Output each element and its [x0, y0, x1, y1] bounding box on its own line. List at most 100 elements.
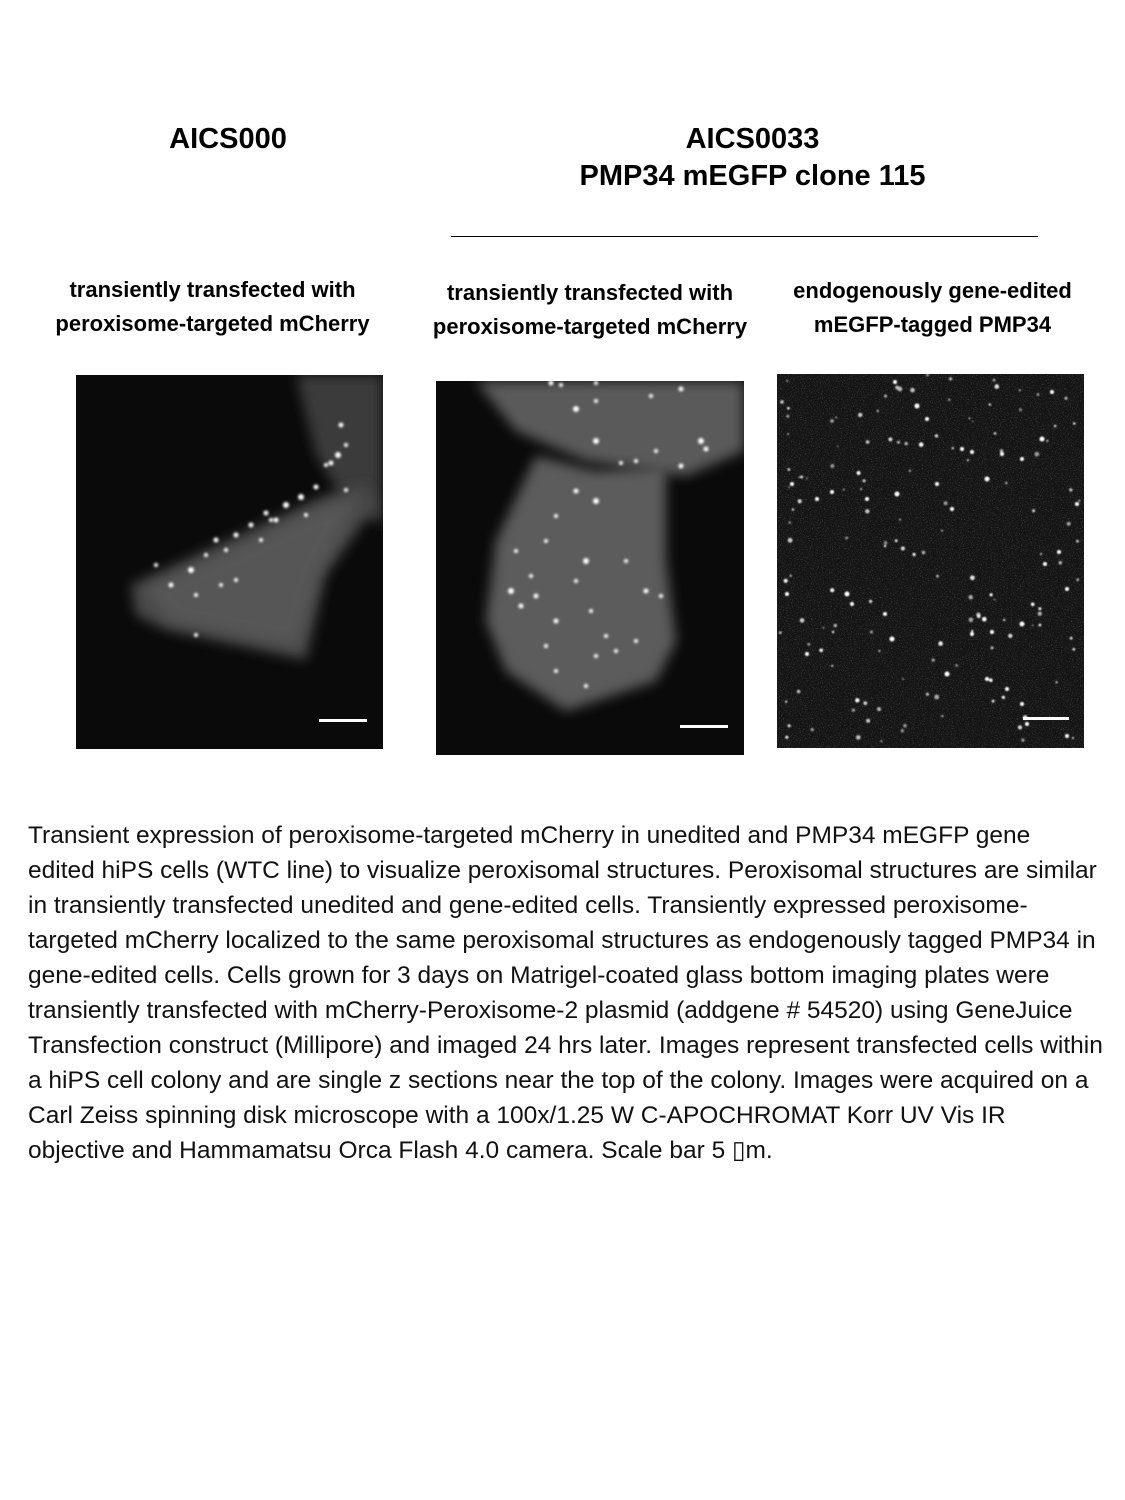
punctum	[895, 385, 900, 390]
punctum	[786, 379, 789, 382]
punctum	[863, 701, 868, 706]
punctum	[865, 497, 869, 501]
punctum	[328, 460, 334, 466]
punctum	[634, 639, 638, 643]
heading-aics000: AICS000	[169, 123, 287, 155]
punctum	[1055, 681, 1058, 684]
punctum	[698, 438, 704, 444]
punctum	[960, 447, 964, 451]
punctum	[1053, 424, 1057, 428]
punctum	[869, 599, 873, 603]
scale-bar-2	[680, 725, 728, 728]
punctum	[819, 648, 824, 653]
punctum	[1075, 502, 1079, 506]
punctum	[785, 735, 789, 739]
punctum	[950, 507, 954, 511]
micrograph-aics000	[76, 375, 383, 749]
punctum	[233, 532, 239, 538]
punctum	[934, 694, 940, 700]
punctum	[989, 593, 993, 597]
punctum	[1066, 521, 1071, 526]
punctum	[787, 468, 791, 471]
punctum	[583, 558, 589, 564]
punctum	[1065, 587, 1069, 591]
punctum	[943, 501, 948, 506]
punctum	[1078, 499, 1081, 502]
punctum	[994, 384, 1000, 389]
punctum	[984, 476, 990, 482]
punctum	[778, 631, 782, 634]
punctum	[968, 617, 974, 623]
punctum	[593, 498, 599, 504]
micrograph-aics0033-endogenous	[777, 374, 1084, 748]
punctum	[884, 394, 887, 398]
punctum	[833, 623, 837, 628]
panel-caption-3-line1: endogenously gene-edited	[793, 278, 1072, 303]
punctum	[830, 419, 834, 423]
punctum	[1005, 481, 1008, 485]
punctum	[944, 671, 950, 677]
punctum	[918, 442, 924, 447]
punctum	[559, 383, 563, 387]
punctum	[785, 592, 789, 596]
punctum	[1057, 550, 1061, 554]
punctum	[798, 476, 800, 478]
punctum	[971, 629, 974, 633]
punctum	[900, 729, 905, 733]
punctum	[934, 434, 939, 438]
micrograph-aics000-image	[76, 375, 383, 749]
panel-caption-1-line1: transiently transfected with	[69, 277, 356, 302]
punctum	[902, 678, 904, 680]
punctum	[862, 479, 866, 483]
punctum	[548, 381, 554, 386]
punctum	[1046, 439, 1049, 443]
punctum	[787, 724, 791, 728]
panel-caption-1-line2: peroxisome-targeted mCherry	[55, 311, 370, 336]
punctum	[914, 403, 920, 409]
punctum	[1017, 725, 1023, 730]
punctum	[1020, 457, 1024, 461]
punctum	[843, 488, 845, 491]
punctum	[859, 487, 863, 491]
punctum	[338, 422, 344, 428]
punctum	[273, 517, 279, 523]
punctum	[968, 417, 971, 420]
punctum	[865, 440, 870, 444]
punctum	[877, 707, 881, 712]
punctum	[224, 548, 228, 552]
punctum	[883, 544, 887, 548]
punctum	[936, 574, 939, 578]
punctum	[1073, 422, 1076, 425]
punctum	[799, 618, 805, 623]
punctum	[800, 475, 804, 479]
punctum	[831, 664, 834, 667]
panel-caption-2-line1: transiently transfected with	[446, 280, 734, 305]
punctum	[807, 643, 811, 646]
punctum	[948, 377, 953, 381]
punctum	[896, 440, 901, 444]
punctum	[1058, 561, 1063, 565]
punctum	[533, 593, 539, 599]
punctum	[1018, 389, 1021, 392]
punctum	[786, 414, 790, 418]
punctum	[593, 438, 599, 444]
punctum	[990, 630, 994, 634]
punctum	[283, 502, 289, 508]
punctum	[926, 374, 929, 377]
punctum	[815, 497, 819, 501]
punctum	[831, 630, 835, 634]
panel-caption-1: transiently transfected with peroxisome-…	[20, 273, 405, 341]
punctum	[788, 521, 791, 524]
punctum	[703, 446, 709, 452]
punctum	[805, 477, 808, 480]
micrograph-aics0033-transient-image	[436, 381, 744, 755]
punctum	[194, 633, 198, 637]
punctum	[938, 641, 943, 646]
punctum	[213, 537, 219, 543]
punctum	[855, 698, 860, 703]
punctum	[1020, 702, 1024, 706]
punctum	[925, 692, 929, 696]
panel-caption-3-line2: mEGFP-tagged PMP34	[813, 312, 1052, 337]
punctum	[993, 598, 996, 601]
punctum	[313, 484, 319, 490]
